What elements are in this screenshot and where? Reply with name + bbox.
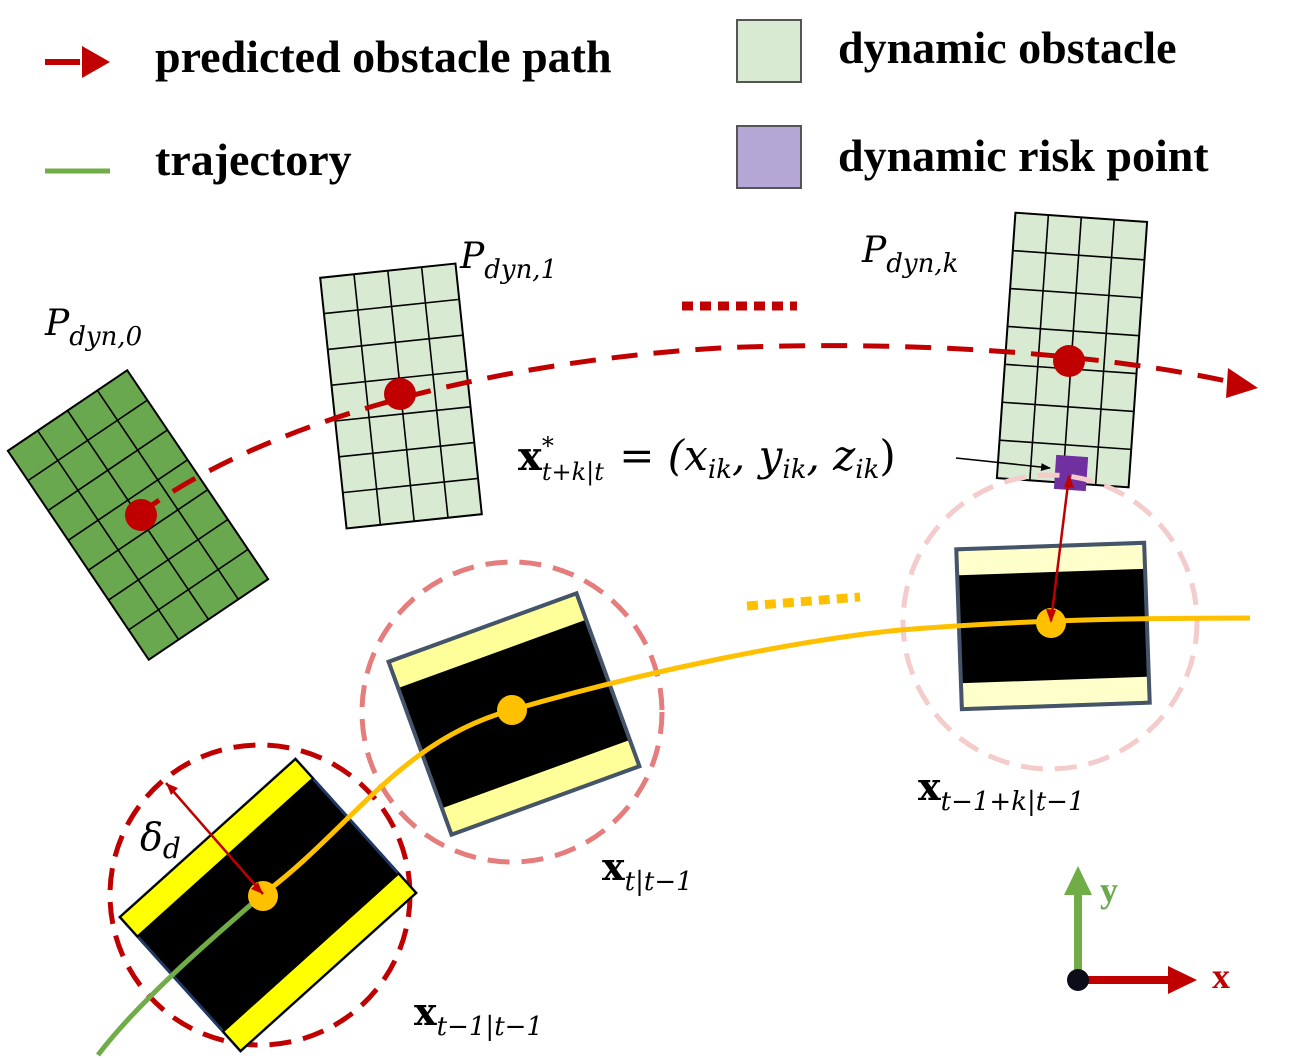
- risk-arrow-top: [1064, 474, 1074, 488]
- obst1-grid-line: [327, 334, 464, 351]
- axis-origin: [1067, 969, 1089, 991]
- risk-distance-line: [1049, 475, 1071, 622]
- label-p-dyn-0: Pdyn,0: [44, 303, 142, 352]
- delta-arrow-top: [166, 783, 178, 795]
- trajectory-point-curr: [497, 695, 527, 725]
- obstk-grid-line: [1094, 219, 1115, 486]
- safety-circle-k: [900, 472, 1200, 772]
- risk-arrow-bottom: [1046, 609, 1056, 623]
- label-state-curr: xt|t−1: [602, 844, 693, 897]
- label-p-dyn-1: Pdyn,1: [459, 236, 557, 285]
- obstk-grid-line: [1002, 401, 1134, 413]
- label-state-k: xt−1+k|t−1: [918, 764, 1085, 817]
- obstacle-0-center-dot: [125, 499, 157, 531]
- x-axis-arrowhead: [1168, 966, 1197, 994]
- risk-equation-pointer: [955, 457, 1051, 472]
- label-delta-d: δd: [140, 815, 181, 865]
- obstacle-1-center-dot: [384, 378, 416, 410]
- legend-risk-point-label: dynamic risk point: [838, 130, 1209, 181]
- label-state-prev: xt−1|t−1: [414, 989, 543, 1042]
- obst0-grid-line: [37, 430, 180, 641]
- trajectory-point-prev: [248, 881, 278, 911]
- obstk-grid-line: [1010, 287, 1142, 299]
- axis-x-label: x: [1212, 956, 1230, 996]
- obstk-grid-line: [999, 439, 1132, 451]
- vehicle-ellipsis: [746, 592, 861, 611]
- legend-dynamic-obstacle-swatch: [736, 19, 802, 83]
- dynamic-risk-point: [1053, 454, 1089, 492]
- legend-risk-point-swatch: [736, 125, 802, 189]
- delta-arrow-bottom: [251, 882, 263, 894]
- obst0-grid-line: [128, 548, 249, 631]
- predicted-path-arrowhead: [1226, 368, 1258, 398]
- obst0-grid-line: [96, 389, 239, 600]
- risk-point-equation: x*t+k|t = (xik, yik, zik): [518, 431, 896, 487]
- legend: predicted obstacle path trajectory dynam…: [45, 19, 1209, 189]
- obstacle-k-center-dot: [1053, 345, 1085, 377]
- obst0-grid-line: [47, 429, 168, 512]
- safety-circle-curr: [359, 559, 665, 865]
- trajectory-past: [96, 893, 264, 1057]
- obst1-grid-line: [353, 274, 382, 525]
- legend-predicted-path-label: predicted obstacle path: [155, 31, 612, 82]
- delta-radius-line: [165, 782, 264, 895]
- obst1-grid-line: [323, 298, 460, 315]
- legend-dynamic-obstacle-label: dynamic obstacle: [838, 22, 1177, 73]
- obstk-grid-line: [1007, 325, 1140, 337]
- obstk-grid-line: [1029, 214, 1050, 481]
- coordinate-axes: y x: [1064, 866, 1230, 996]
- obst1-grid-line: [335, 405, 471, 422]
- obst1-grid-line: [420, 267, 449, 518]
- legend-trajectory-label: trajectory: [155, 134, 352, 185]
- obst0-grid-line: [27, 399, 148, 482]
- obst0-grid-line: [67, 459, 189, 542]
- obstk-grid-line: [1012, 249, 1145, 261]
- y-axis-arrowhead: [1064, 866, 1092, 895]
- obst1-grid-line: [338, 441, 475, 458]
- label-p-dyn-k: Pdyn,k: [861, 230, 958, 279]
- axis-y-label: y: [1100, 870, 1118, 910]
- obst0-grid-line: [87, 488, 209, 571]
- obst1-grid-line: [342, 477, 479, 494]
- obst0-grid-line: [108, 518, 229, 601]
- legend-predicted-path-icon: [45, 46, 110, 78]
